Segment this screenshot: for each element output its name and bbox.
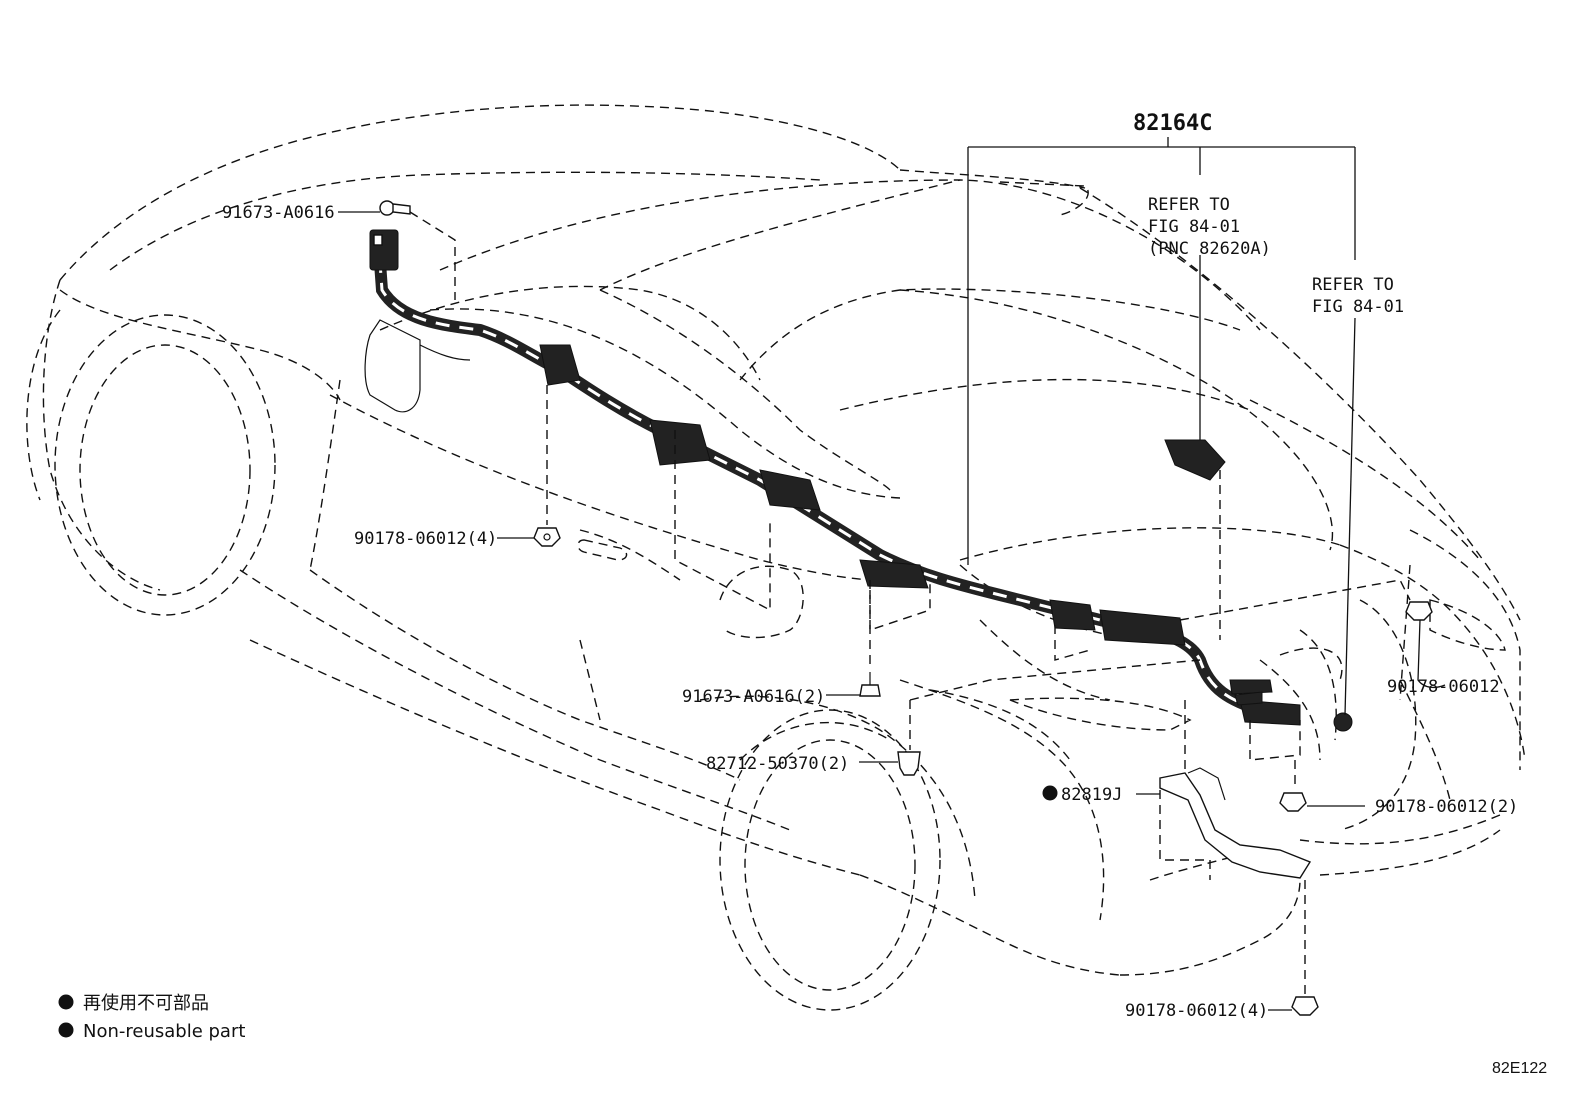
bracket-82819j — [1159, 767, 1312, 879]
fastener-bolt-top — [379, 200, 411, 216]
label-82712-50370: 82712-50370(2) — [706, 754, 849, 774]
part-labels: 82164C REFER TO FIG 84-01 (PNC 82620A) R… — [222, 111, 1518, 1021]
legend-text-jp: 再使用不可部品 — [83, 993, 209, 1014]
wiring-harness — [369, 229, 1301, 726]
fastener-grommet-right — [1333, 712, 1353, 732]
legend-bullet-1 — [58, 994, 74, 1010]
label-refer-2-line1: REFER TO — [1312, 275, 1394, 295]
car-body-outline — [26, 104, 1526, 1011]
label-91673-a0616-mid: 91673-A0616(2) — [682, 687, 825, 707]
label-90178-06012-bottom: 90178-06012(4) — [1125, 1001, 1268, 1021]
legend: 再使用不可部品 Non-reusable part — [58, 993, 245, 1042]
install-lines — [409, 211, 1411, 995]
leader-lines — [338, 137, 1446, 1011]
fastener-nut-bottom — [1291, 996, 1319, 1016]
label-90178-06012-right: 90178-06012 — [1387, 677, 1500, 697]
fastener-clip-82712 — [897, 751, 921, 776]
label-91673-a0616-top: 91673-A0616 — [222, 203, 335, 223]
fastener-nut-right-bottom — [1279, 792, 1307, 812]
label-90178-06012-right2: 90178-06012(2) — [1375, 797, 1518, 817]
label-refer-1-line1: REFER TO — [1148, 195, 1230, 215]
label-90178-06012-left: 90178-06012(4) — [354, 529, 497, 549]
legend-bullet-2 — [58, 1022, 74, 1038]
label-refer-1-line2: FIG 84-01 — [1148, 217, 1240, 237]
label-refer-1-line3: (PNC 82620A) — [1148, 239, 1271, 259]
fastener-bolt-mid — [859, 672, 881, 697]
fastener-nut-left — [533, 527, 561, 547]
label-assembly-82164c: 82164C — [1133, 111, 1212, 136]
label-refer-2-line2: FIG 84-01 — [1312, 297, 1404, 317]
fastener-nut-right-top — [1405, 601, 1433, 621]
non-reusable-marker — [1042, 785, 1058, 801]
label-82819j: 82819J — [1061, 785, 1122, 805]
legend-text-en: Non-reusable part — [83, 1021, 245, 1042]
figure-code: 82E122 — [1492, 1060, 1547, 1077]
